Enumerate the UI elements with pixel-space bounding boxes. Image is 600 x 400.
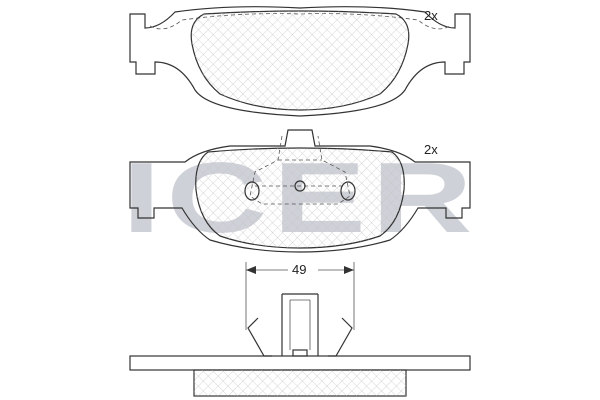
bottom-pad-friction-crosshatch — [195, 148, 405, 248]
top-pad-backing-plate — [129, 6, 471, 117]
bottom-pad-clip-cross — [255, 159, 345, 187]
bottom-pad-quantity: 2x — [424, 142, 438, 157]
spring-clip — [247, 293, 353, 357]
side-view — [129, 293, 471, 397]
side-backing-plate — [129, 355, 471, 371]
spring-clip-inner — [289, 299, 311, 350]
top-pad-friction-crosshatch — [191, 11, 409, 110]
center-pin — [294, 180, 306, 192]
bottom-pad-backing-plate — [129, 129, 471, 253]
dimension-arrow-right — [344, 266, 354, 274]
top-brake-pad: 2x — [129, 6, 471, 117]
bottom-pad-clip-outline — [249, 135, 351, 205]
right-guide-pin — [340, 181, 356, 201]
dimension-arrow-left — [246, 266, 256, 274]
width-dimension: 49 — [245, 262, 355, 330]
left-guide-pin — [244, 181, 260, 201]
side-friction-crosshatch — [194, 370, 406, 396]
clip-tab — [292, 349, 308, 357]
dimension-value: 49 — [292, 262, 306, 277]
top-pad-quantity: 2x — [424, 8, 438, 23]
bottom-brake-pad: 2x — [129, 129, 471, 253]
